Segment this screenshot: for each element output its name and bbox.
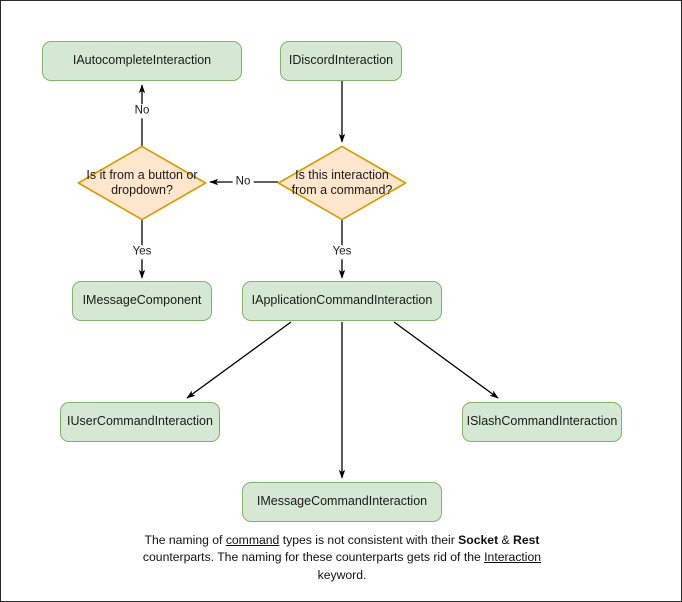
- node-label: ISlashCommandInteraction: [466, 414, 618, 429]
- node-label: IMessageComponent: [82, 293, 202, 308]
- node-label: IUserCommandInteraction: [67, 414, 213, 429]
- node-autocomplete-interaction[interactable]: IAutocompleteInteraction: [42, 41, 242, 81]
- node-discord-interaction[interactable]: IDiscordInteraction: [280, 41, 402, 81]
- node-label: Is it from a button or dropdown?: [86, 167, 198, 197]
- node-application-command-interaction[interactable]: IApplicationCommandInteraction: [242, 281, 442, 321]
- edge-label-no-autocomplete: No: [131, 104, 153, 118]
- diagram-caption: The naming of command types is not consi…: [142, 532, 542, 584]
- edge-label-yes-message-component: Yes: [129, 245, 155, 259]
- node-decision-button-or-dropdown[interactable]: Is it from a button or dropdown?: [77, 145, 207, 221]
- caption-text: counterparts. The naming for these: [142, 550, 333, 565]
- caption-text: types is not consistent with their: [279, 533, 455, 547]
- diamond-shape: [277, 145, 407, 221]
- node-decision-from-command[interactable]: Is this interaction from a command?: [277, 145, 407, 221]
- node-message-component[interactable]: IMessageComponent: [72, 281, 212, 321]
- diamond-shape: [77, 145, 207, 221]
- caption-line-1: The naming of command types is not consi…: [145, 533, 455, 547]
- caption-bold-socket: Socket: [458, 533, 499, 547]
- caption-underline-command: command: [225, 533, 280, 547]
- node-label: IDiscordInteraction: [288, 53, 394, 68]
- caption-text: keyword.: [317, 567, 367, 582]
- edge-application-command-to-slash-command: [393, 321, 499, 399]
- edge-label-no-between-decisions: No: [232, 175, 254, 189]
- node-slash-command-interaction[interactable]: ISlashCommandInteraction: [462, 402, 622, 442]
- caption-bold-rest: Rest: [513, 533, 540, 547]
- node-label: IMessageCommandInteraction: [256, 494, 428, 509]
- caption-text: The naming of: [144, 533, 226, 547]
- node-label: IAutocompleteInteraction: [72, 53, 212, 68]
- caption-underline-interaction: Interaction: [484, 550, 542, 565]
- node-message-command-interaction[interactable]: IMessageCommandInteraction: [242, 482, 442, 522]
- node-label: IApplicationCommandInteraction: [251, 293, 433, 308]
- caption-line-3: counterparts gets rid of the Interaction…: [318, 550, 541, 581]
- caption-line-2: Socket & Rest counterparts. The naming f…: [143, 533, 540, 564]
- node-label: Is this interaction from a command?: [291, 167, 393, 197]
- caption-text: &: [498, 533, 514, 547]
- node-user-command-interaction[interactable]: IUserCommandInteraction: [60, 402, 220, 442]
- caption-text: counterparts gets rid of the: [335, 550, 485, 565]
- edge-label-yes-application-command: Yes: [329, 245, 355, 259]
- edge-application-command-to-user-command: [186, 321, 292, 399]
